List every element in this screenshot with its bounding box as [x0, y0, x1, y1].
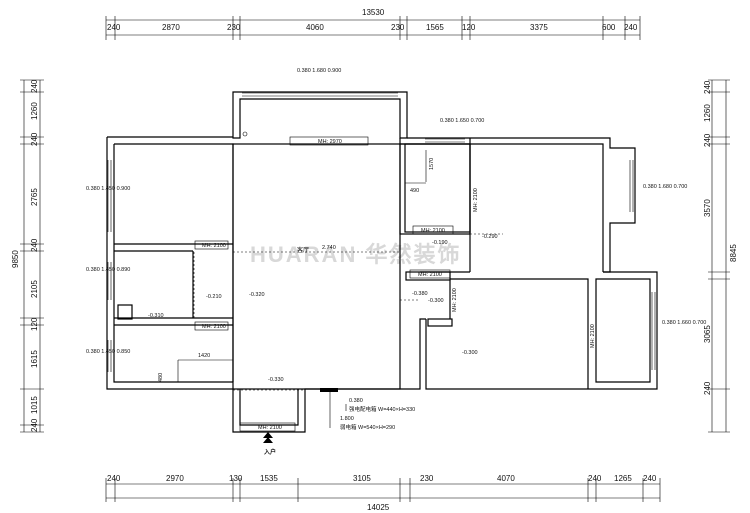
- dim-left-7: 1615: [30, 350, 39, 368]
- window-tag-4: 0.380 1.450 0.850: [86, 349, 130, 355]
- dim-right-0: 240: [703, 80, 712, 94]
- dim-left-0: 240: [30, 79, 39, 93]
- dim-bottom-9: 240: [643, 474, 657, 483]
- dim-top-1: 2870: [162, 23, 180, 32]
- top-dimension-labels: 240 2870 230 4060 230 1565 120 3375 600 …: [107, 23, 638, 32]
- level-4: -0.380: [412, 291, 428, 297]
- column-marker: [242, 131, 248, 137]
- level-0: -0.320: [249, 292, 265, 298]
- elec-box-marker: [320, 388, 338, 392]
- elec-box1-text: 强电配电箱 W=440×H=330: [349, 405, 415, 413]
- watermark: HUARAN 华然装饰: [250, 242, 461, 267]
- dim-bottom-total: 14025: [367, 503, 390, 512]
- right-dimension-ticks: [708, 79, 730, 433]
- hall-label: 客厅: [297, 246, 309, 254]
- dim-top-9: 240: [624, 23, 638, 32]
- left-dimension-ticks: [20, 79, 44, 433]
- room-dim-2: 1420: [198, 353, 210, 359]
- dim-top-8: 600: [602, 23, 616, 32]
- left-dimension-labels: 240 1260 240 2765 240 2105 120 1615 1015…: [30, 79, 39, 432]
- dim-left-6: 120: [30, 317, 39, 331]
- entrance-arrow-icon: [263, 432, 273, 438]
- level-5: -0.300: [428, 298, 444, 304]
- elec-box2-text: 弱电箱 W=540×H=290: [340, 423, 395, 431]
- level-1: -0.210: [206, 294, 222, 300]
- level-6: -0.300: [462, 350, 478, 356]
- dim-top-6: 120: [462, 23, 476, 32]
- dim-top-2: 230: [227, 23, 241, 32]
- dim-bottom-0: 240: [107, 474, 121, 483]
- dim-top-5: 1565: [426, 23, 444, 32]
- dim-left-5: 2105: [30, 280, 39, 298]
- room-dimension-tags: 1570 490 1420 480: [158, 150, 435, 382]
- level-8: -0.290: [482, 234, 498, 240]
- window-tag-6: 0.380 1.660 0.700: [662, 320, 706, 326]
- window-tag-3: 0.380 1.450 0.890: [86, 267, 130, 273]
- electrical-callouts: 0.380 强电配电箱 W=440×H=330 1.800 弱电箱 W=540×…: [320, 388, 415, 431]
- dim-left-1: 1260: [30, 102, 39, 120]
- dim-top-total: 13530: [362, 8, 385, 17]
- door-tag-8: MH: 2100: [590, 324, 596, 348]
- top-dimension-ticks: [105, 16, 641, 40]
- door-tags: MH: 2970 MH: 2100 MH: 2100 MH: 2100 MH: …: [194, 136, 596, 432]
- level-2: -0.310: [148, 313, 164, 319]
- entrance-label: 入户: [263, 448, 276, 456]
- dim-left-3: 2765: [30, 188, 39, 206]
- dim-top-7: 3375: [530, 23, 548, 32]
- dim-top-0: 240: [107, 23, 121, 32]
- bottom-dimension-labels: 240 2970 130 1535 3105 230 4070 240 1265…: [107, 474, 657, 483]
- door-tag-0: MH: 2970: [318, 139, 342, 145]
- door-tag-7: MH: 2100: [452, 288, 458, 312]
- dim-left-4: 240: [30, 238, 39, 252]
- ceiling-level-tags: -0.320 -0.210 -0.310 -0.330 -0.380 -0.30…: [148, 234, 498, 383]
- dim-right-1: 1260: [703, 104, 712, 122]
- bottom-dimension-ticks: [105, 478, 661, 502]
- dashed-lines: [193, 233, 503, 391]
- dim-left-total: 9850: [11, 250, 20, 268]
- equipment-box: [117, 304, 133, 320]
- level-3: -0.330: [268, 377, 284, 383]
- dim-top-3: 4060: [306, 23, 324, 32]
- level-7: -0.190: [432, 240, 448, 246]
- dim-bottom-6: 4070: [497, 474, 515, 483]
- entrance-marker: 入户: [263, 432, 276, 456]
- door-tag-5: MH: 2100: [258, 425, 282, 431]
- dim-right-2: 240: [703, 133, 712, 147]
- right-dimension-labels: 240 1260 240 3570 8845 3065 240: [703, 80, 738, 395]
- dim-bottom-3: 1535: [260, 474, 278, 483]
- room-dim-3: 480: [158, 373, 164, 382]
- door-tag-6: MH: 2100: [473, 188, 479, 212]
- door-tag-2: MH: 2100: [202, 324, 226, 330]
- dim-left-9: 240: [30, 418, 39, 432]
- window-tag-2: 0.380 1.450 0.900: [86, 186, 130, 192]
- level-9: 2.740: [322, 245, 336, 251]
- window-tags: 0.380 1.680 0.900 0.380 1.680 0.700 0.38…: [86, 68, 706, 355]
- window-tag-5: 0.380 1.650 0.700: [440, 118, 484, 124]
- elec-box1-value: 0.380: [349, 398, 363, 404]
- dim-top-4: 230: [391, 23, 405, 32]
- dim-right-6: 240: [703, 381, 712, 395]
- elec-box2-value: 1.800: [340, 416, 354, 422]
- dim-right-5: 3065: [703, 325, 712, 343]
- room-dim-0: 1570: [429, 158, 435, 170]
- door-tag-4: MH: 2100: [418, 272, 442, 278]
- dim-bottom-7: 240: [588, 474, 602, 483]
- dim-bottom-1: 2970: [166, 474, 184, 483]
- dim-bottom-4: 3105: [353, 474, 371, 483]
- dim-left-8: 1015: [30, 396, 39, 414]
- door-tag-3: MH: 2100: [421, 228, 445, 234]
- window-tag-0: 0.380 1.680 0.900: [297, 68, 341, 74]
- door-tag-1: MH: 2100: [202, 243, 226, 249]
- dim-bottom-8: 1265: [614, 474, 632, 483]
- windows: [107, 92, 656, 372]
- dim-left-2: 240: [30, 132, 39, 146]
- room-dim-1: 490: [410, 188, 419, 194]
- dim-bottom-2: 130: [229, 474, 243, 483]
- window-tag-1: 0.380 1.680 0.700: [643, 184, 687, 190]
- dim-bottom-5: 230: [420, 474, 434, 483]
- dim-right-4: 8845: [729, 244, 738, 262]
- dim-right-3: 3570: [703, 199, 712, 217]
